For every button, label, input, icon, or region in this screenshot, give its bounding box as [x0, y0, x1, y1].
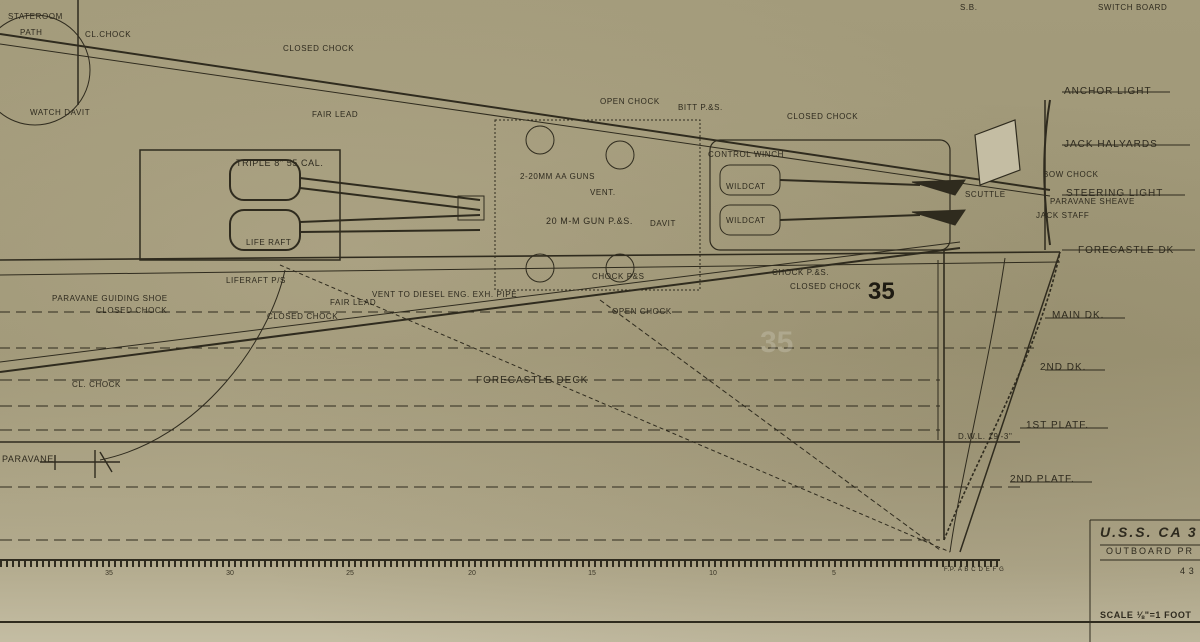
gun-turret-8-inch: [139, 149, 485, 261]
jack-halyards-label: JACK HALYARDS: [1064, 139, 1158, 150]
cl-chock-low-label: CL. CHOCK: [72, 380, 121, 389]
open-chock-label: OPEN CHOCK: [600, 97, 660, 106]
scuttle-label: SCUTTLE: [965, 190, 1006, 199]
closed-chock-right-label: CLOSED CHOCK: [787, 112, 859, 121]
paravane-label: PARAVANE: [2, 454, 54, 464]
sb-label: S.B.: [960, 3, 978, 12]
frame-scale-bar: [0, 559, 1200, 623]
forecastle-dk-label: FORECASTLE DK: [1078, 245, 1175, 256]
first-platf-label: 1ST PLATF.: [1026, 420, 1089, 431]
paravane-guide-label: PARAVANE GUIDING SHOE: [52, 294, 168, 303]
fair-lead-top-label: FAIR LEAD: [312, 110, 359, 119]
frame-tick: 25: [346, 570, 354, 577]
hull-number: 35: [868, 278, 895, 305]
watch-davit-label: WATCH DAVIT: [30, 108, 91, 117]
subtitle-label: OUTBOARD PR: [1106, 546, 1195, 556]
stateroom-label: STATEROOM: [8, 12, 63, 21]
second-dk-label: 2ND DK.: [1040, 362, 1087, 373]
closed-chock-bow-label: CLOSED CHOCK: [790, 282, 862, 291]
wildcat-lower-label: WILDCAT: [726, 216, 766, 225]
main-dk-label: MAIN DK.: [1052, 310, 1105, 321]
frame-tick: 5: [832, 570, 836, 577]
gun-20mm-label: 20 M-M GUN P.&S.: [546, 216, 633, 226]
upper-deck-edge: [0, 33, 1051, 191]
frame-tick: 35: [105, 570, 113, 577]
lower-deck-edge: [0, 247, 961, 373]
chock-ps-label: CHOCK P&S: [592, 272, 645, 281]
paravane-sheave-label: PARAVANE SHEAVE: [1050, 197, 1135, 206]
vent-diesel-label: VENT TO DIESEL ENG. EXH. PIPE: [372, 290, 518, 299]
control-winch-label: CONTROL WINCH: [708, 150, 784, 159]
gun-mounts-label: 2-20MM AA GUNS: [520, 172, 596, 181]
forecastle-deck-label: FORECASTLE DECK: [476, 375, 589, 386]
triple-gun-label: TRIPLE 8" 55 CAL.: [236, 158, 324, 168]
anchor-light-label: ANCHOR LIGHT: [1064, 86, 1152, 97]
frame-tick: 20: [468, 570, 476, 577]
switchboard-label: SWITCH BOARD: [1098, 3, 1168, 12]
chock-ps-right-label: CHOCK P.&S.: [772, 268, 830, 277]
frame-tick: 30: [226, 570, 234, 577]
bow-chock-label: BOW CHOCK: [1043, 170, 1099, 179]
corner-digits: 4 3: [1180, 566, 1195, 576]
dwl-label: D.W.L. 19'-3": [958, 432, 1013, 441]
second-platf-label: 2ND PLATF.: [1010, 474, 1075, 485]
jack-staff-label: JACK STAFF: [1036, 211, 1090, 220]
fp-letters-label: F.P. A B C D E F G: [944, 567, 1005, 573]
ghost-hull-number: 35: [760, 326, 794, 359]
bitt-label: BITT P.&S.: [678, 103, 723, 112]
steering-light-label: STEERING LIGHT: [1066, 188, 1164, 199]
wildcat-upper-label: WILDCAT: [726, 182, 766, 191]
closed-chock-mid-label: CLOSED CHOCK: [267, 312, 339, 321]
vent-label: VENT.: [590, 188, 616, 197]
title-block-box: [1089, 519, 1200, 642]
fair-lead-low-label: FAIR LEAD: [330, 298, 377, 307]
davit-label: DAVIT: [650, 219, 676, 228]
liferaft-ps-label: LIFERAFT P/S: [226, 276, 286, 285]
open-chock-low-label: OPEN CHOCK: [612, 307, 672, 316]
closed-chock-left-label: CLOSED CHOCK: [96, 306, 168, 315]
ship-title: U.S.S. CA 3: [1100, 524, 1198, 540]
frame-tick: 15: [588, 570, 596, 577]
path-label: PATH: [20, 28, 43, 37]
frame-tick: 10: [709, 570, 717, 577]
life-raft-label: LIFE RAFT: [246, 238, 292, 247]
closed-chock-top-label: CLOSED CHOCK: [283, 44, 355, 53]
cl-chock-top-label: CL.CHOCK: [85, 30, 132, 39]
scale-label: SCALE ⅛"=1 FOOT: [1100, 610, 1192, 620]
